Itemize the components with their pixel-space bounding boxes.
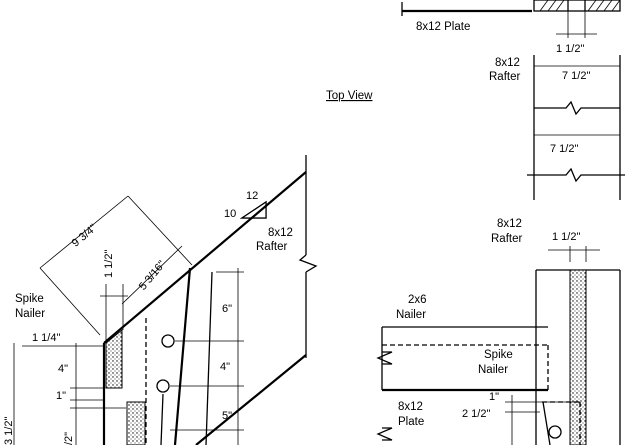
dim-4-left: 4" — [58, 363, 68, 375]
spike-right-label: Spike — [484, 349, 513, 361]
rafter-top-label-2: Rafter — [489, 71, 520, 83]
dim-2-partial: /2" — [63, 432, 75, 445]
dim-4-right: 4" — [220, 361, 230, 373]
pitch-rise: 12 — [246, 190, 258, 202]
joist-label: 2x6 — [408, 294, 427, 306]
plate-top-label: 8x12 Plate — [416, 21, 470, 33]
dim-7-5-a: 7 1/2" — [562, 70, 590, 82]
dim-1-5-top: 1 1/2" — [556, 43, 584, 55]
dim-1-5-mid: 1 1/2" — [552, 231, 580, 243]
spike-left-label: Spike — [15, 293, 44, 305]
dim-3-5-left: 3 1/2" — [3, 417, 15, 445]
side-section-detail: 8x12 Rafter 1 1/2" 2x6 Nailer Spike Nail… — [376, 218, 621, 445]
dim-6: 6" — [222, 303, 232, 315]
plate-right-label-2: Plate — [398, 416, 424, 428]
dim-1-right: 1" — [489, 391, 499, 403]
spike-right-label-2: Nailer — [478, 364, 508, 376]
top-view-rafter: 1 1/2" 8x12 Rafter 7 1/2" 7 1/2" — [489, 0, 625, 200]
rafter-left-label-2: Rafter — [256, 241, 287, 253]
dim-2-5-right: 2 1/2" — [462, 408, 490, 420]
top-view-title: Top View — [326, 90, 373, 102]
dim-1-25: 1 1/4" — [32, 332, 60, 344]
spike-left-label-2: Nailer — [15, 308, 45, 320]
dim-9-75: 9 3/4" — [70, 222, 100, 249]
rafter-mid-label-2: Rafter — [491, 233, 522, 245]
top-plate-detail: 8x12 Plate — [401, 2, 532, 33]
joist-label-2: Nailer — [396, 309, 426, 321]
pitch-run: 10 — [224, 208, 236, 220]
rafter-mid-label: 8x12 — [497, 218, 522, 230]
dim-7-5-b: 7 1/2" — [550, 143, 578, 155]
dim-1-left: 1" — [56, 390, 66, 402]
rafter-top-label: 8x12 — [495, 57, 520, 69]
dim-5: 5" — [222, 410, 232, 422]
rafter-left-label: 8x12 — [268, 227, 293, 239]
plate-right-label: 8x12 — [398, 401, 423, 413]
dim-1-5-left: 1 1/2" — [103, 250, 115, 278]
elevation-detail: 12 10 8x12 Rafter 6" 4" 5" — [3, 155, 318, 445]
